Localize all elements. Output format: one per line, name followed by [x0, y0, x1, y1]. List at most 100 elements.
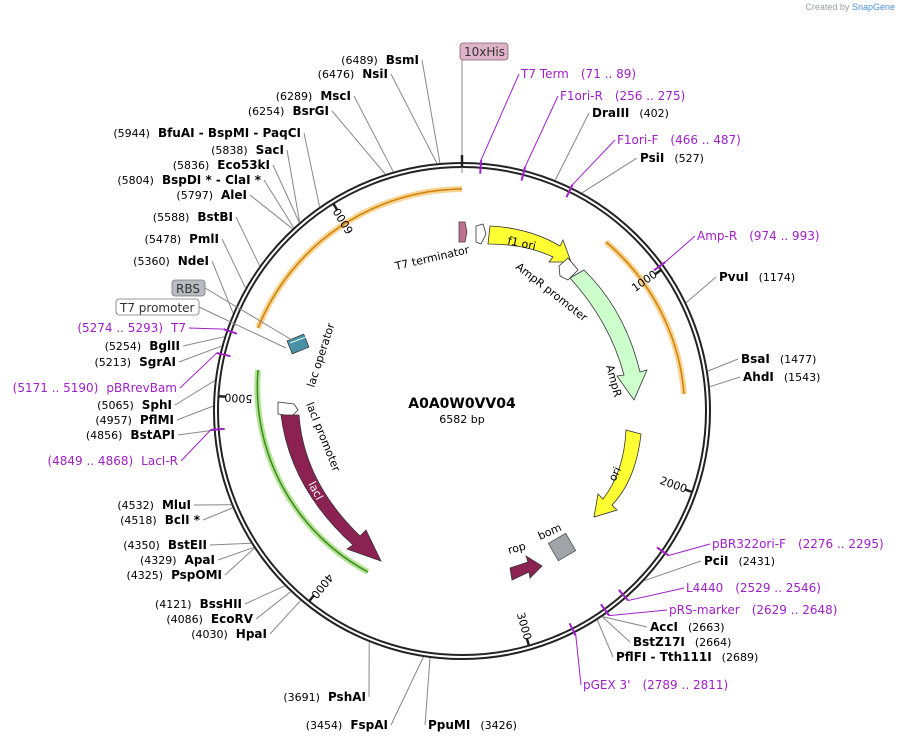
- enzyme-site-ndei: NdeI(5360): [133, 254, 209, 268]
- enzyme-site-hpai: HpaI (4030): [191, 627, 267, 641]
- enzyme-site-saci: SacI(5838): [211, 143, 284, 157]
- primer-range: (2789 .. 2811): [642, 678, 728, 692]
- enzyme-leader: [286, 149, 301, 223]
- rbs-leader: [204, 287, 293, 341]
- enzyme-site-acci: AccI(2663): [650, 620, 725, 634]
- primer-leader: [524, 95, 559, 168]
- primer-leader: [188, 327, 224, 330]
- enzyme-site-bsai: BsaI(1477): [741, 352, 816, 366]
- lac-operator-mark: [286, 333, 310, 355]
- enzyme-position: (5254): [105, 340, 142, 353]
- enzyme-leader: [235, 216, 261, 267]
- primer-range: (2529 .. 2546): [735, 581, 821, 595]
- enzyme-name: AccI: [650, 620, 678, 634]
- primer-labels: T7 Term(71 .. 89)F1ori-R(256 .. 275)F1or…: [13, 67, 884, 692]
- enzyme-site-bglii: BglII(5254): [105, 339, 180, 353]
- tick-mark: [308, 594, 315, 602]
- enzyme-name: EcoRV: [211, 612, 254, 626]
- enzyme-name: SacI: [256, 143, 284, 157]
- enzyme-site-bsmi: BsmI(6489): [341, 53, 419, 67]
- primer-name: Amp-R: [697, 229, 737, 243]
- enzyme-name: BstEII: [168, 538, 207, 552]
- enzyme-leader: [707, 358, 739, 372]
- f1-ori-label: f1 ori: [506, 234, 537, 253]
- enzyme-leader: [390, 73, 438, 164]
- enzyme-position: (1174): [759, 271, 796, 284]
- primer-name: T7 Term: [520, 67, 569, 81]
- enzyme-site-pcii: PciI(2431): [704, 554, 775, 568]
- enzyme-site-nsii: NsiI(6476): [318, 67, 388, 81]
- enzyme-site-ecorv: EcoRV(4086): [166, 612, 253, 626]
- orange-arc-left-line: [257, 188, 463, 329]
- enzyme-name: PvuI: [719, 270, 749, 284]
- rop-arrow: [509, 555, 543, 581]
- laci-arrow: [280, 414, 382, 562]
- primer-f1ori-r: F1ori-R(256 .. 275): [520, 89, 685, 181]
- enzyme-leader: [244, 585, 285, 605]
- enzyme-position: (2689): [722, 651, 759, 664]
- enzyme-position: (402): [639, 107, 669, 120]
- primer-pbr322ori-f: pBR322ori-F(2276 .. 2295): [656, 537, 884, 557]
- primer-name: F1ori-F: [617, 133, 658, 147]
- primer-site-mark: [600, 603, 610, 617]
- enzyme-position: (4030): [191, 628, 228, 641]
- enzyme-leader: [602, 616, 648, 628]
- enzyme-leader: [269, 600, 301, 635]
- enzyme-name: BsrGI: [292, 104, 329, 118]
- primer-site-mark: [618, 589, 629, 602]
- enzyme-leader: [596, 619, 614, 658]
- enzyme-name: AleI: [221, 188, 247, 202]
- enzyme-name: NsiI: [362, 67, 388, 81]
- enzyme-name: PspOMI: [171, 568, 222, 582]
- primer-leader: [664, 235, 696, 263]
- primer-leader: [480, 73, 520, 160]
- enzyme-leader: [217, 546, 254, 561]
- primer-name: F1ori-R: [560, 89, 603, 103]
- enzyme-position: (5478): [145, 233, 182, 246]
- enzyme-position: (4329): [140, 554, 177, 567]
- primer-site-mark: [568, 622, 577, 637]
- primer-leader: [180, 429, 212, 462]
- green-arc-lower-line: [256, 369, 369, 573]
- primer-leader: [609, 609, 668, 617]
- bom-box: [547, 532, 577, 562]
- enzyme-site-pvui: PvuI (1174): [719, 270, 795, 284]
- enzyme-leader: [221, 238, 246, 289]
- enzyme-position: (4325): [126, 569, 163, 582]
- enzyme-leader: [421, 59, 441, 164]
- enzyme-position: (5944): [113, 127, 150, 140]
- primer-leader: [572, 139, 616, 185]
- enzyme-name: HpaI: [236, 627, 267, 641]
- enzyme-leader: [176, 405, 214, 421]
- ampr-promoter-label: AmpR promoter: [513, 260, 590, 324]
- primer-site-mark: [656, 546, 670, 557]
- ampr-arrow: [569, 269, 648, 401]
- enzyme-position: (1543): [784, 371, 821, 384]
- primer-range: (4849 .. 4868): [47, 454, 133, 468]
- enzyme-name: FspAI: [350, 718, 388, 732]
- white-arrow-t7: [475, 223, 487, 245]
- primer-leader: [628, 587, 685, 601]
- enzyme-name: BspDI * - ClaI *: [162, 173, 262, 187]
- primer-range: (5171 .. 5190): [13, 381, 99, 395]
- primer-name: pBR322ori-F: [712, 537, 786, 551]
- primer-l4440: L4440(2529 .. 2546): [618, 581, 821, 602]
- enzyme-position: (5065): [97, 399, 134, 412]
- enzyme-site-pflfi-tth111i: PflFI - Tth111I(2689): [616, 650, 758, 664]
- primer-name: pGEX 3': [583, 678, 630, 692]
- enzyme-leader: [390, 656, 424, 726]
- enzyme-leader: [353, 95, 394, 172]
- ampr-label: AmpR: [603, 363, 624, 398]
- enzyme-leader: [601, 616, 631, 643]
- enzyme-leader: [263, 179, 295, 228]
- enzyme-position: (527): [674, 152, 704, 165]
- enzyme-leader: [178, 345, 222, 363]
- enzyme-name: BstZ17I: [633, 635, 685, 649]
- t7-terminator-mark: [458, 221, 468, 243]
- t7-promoter-leader: [198, 306, 287, 349]
- enzyme-leader: [424, 657, 431, 726]
- ampr-promoter-arrow: [558, 257, 579, 281]
- enzyme-leader: [177, 429, 214, 436]
- tick-label: 5000: [224, 391, 253, 406]
